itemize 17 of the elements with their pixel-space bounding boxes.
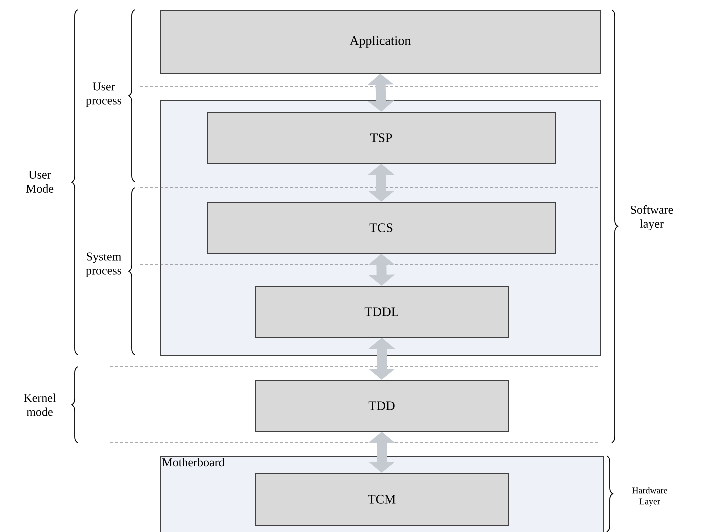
brace-label: Kernel mode xyxy=(24,394,56,416)
component-box: TDD xyxy=(255,380,509,432)
component-box: Application xyxy=(160,10,601,74)
brace-label: System process xyxy=(86,252,122,278)
double-arrow xyxy=(368,432,396,473)
brace-label: User process xyxy=(86,82,122,108)
component-box: TDDL xyxy=(255,286,509,338)
brace-label: User Mode xyxy=(26,171,54,193)
double-arrow xyxy=(368,74,394,112)
brace-label: Software layer xyxy=(631,205,674,231)
component-box: TCS xyxy=(207,202,556,254)
double-arrow xyxy=(368,254,396,286)
brace-label: Hardware Layer xyxy=(632,487,668,507)
double-arrow xyxy=(368,164,395,202)
component-box: TSP xyxy=(207,112,556,164)
double-arrow xyxy=(368,338,396,380)
component-box: TCM xyxy=(255,473,509,526)
